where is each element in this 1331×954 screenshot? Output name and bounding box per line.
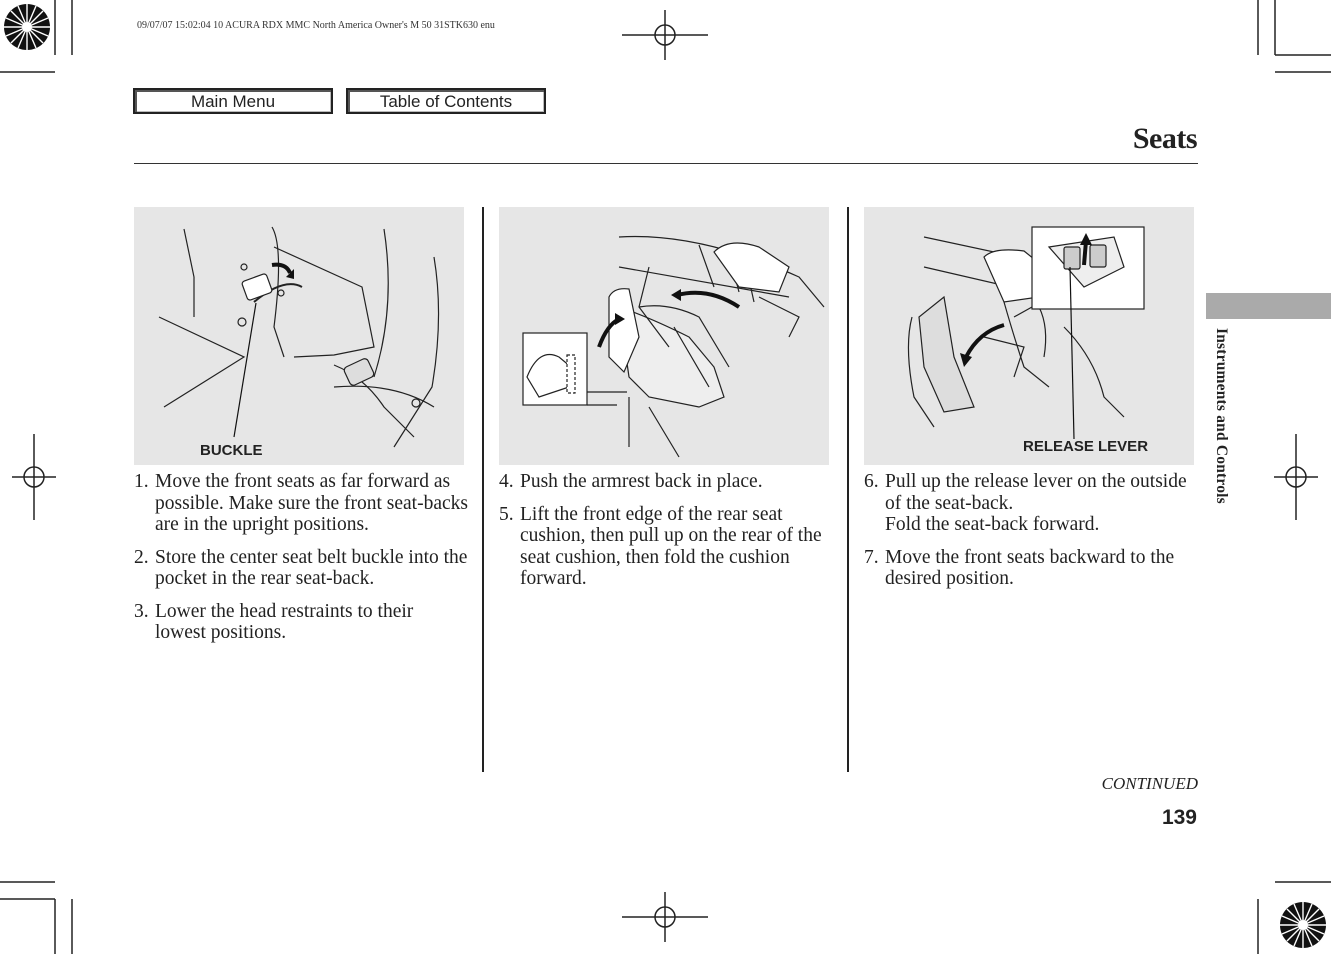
- steps-column-1: 1. Move the front seats as far forward a…: [134, 471, 469, 655]
- page-number: 139: [1161, 806, 1197, 829]
- table-of-contents-button[interactable]: Table of Contents: [346, 88, 546, 114]
- main-menu-label: Main Menu: [190, 92, 276, 111]
- rear-cushion-illustration: [522, 235, 825, 458]
- step-number: 7.: [864, 546, 879, 568]
- step-text: Push the armrest back in place.: [520, 471, 763, 492]
- step-number: 4.: [499, 471, 514, 492]
- step-number: 2.: [134, 546, 149, 568]
- figure-cushion: [499, 207, 829, 465]
- step-item: 1. Move the front seats as far forward a…: [134, 471, 469, 536]
- step-item: 2. Store the center seat belt buckle int…: [134, 547, 469, 590]
- title-rule: [134, 163, 1198, 164]
- figure-callout-release-lever: RELEASE LEVER: [1023, 438, 1149, 455]
- steps-column-2: 4. Push the armrest back in place. 5. Li…: [499, 471, 834, 601]
- step-item: 6. Pull up the release lever on the outs…: [864, 471, 1199, 536]
- step-text: Pull up the release lever on the outside…: [885, 471, 1187, 535]
- step-number: 3.: [134, 600, 149, 622]
- step-text: Lower the head restraints to their lowes…: [155, 600, 414, 644]
- step-item: 4. Push the armrest back in place.: [499, 471, 834, 493]
- step-item: 5. Lift the front edge of the rear seat …: [499, 504, 834, 590]
- section-tab-label: Instruments and Controls: [1213, 328, 1230, 504]
- figure-buckle: BUCKLE: [134, 207, 464, 465]
- step-number: 1.: [134, 471, 149, 492]
- figure-release-lever: RELEASE LEVER: [864, 207, 1194, 465]
- step-text: Lift the front edge of the rear seat cus…: [520, 503, 822, 590]
- step-text: Move the front seats backward to the des…: [885, 546, 1175, 590]
- step-item: 3. Lower the head restraints to their lo…: [134, 601, 469, 644]
- step-number: 5.: [499, 503, 514, 525]
- figure-callout-buckle: BUCKLE: [200, 442, 263, 459]
- section-tab: [1206, 293, 1331, 319]
- step-text: Move the front seats as far forward as p…: [155, 471, 468, 535]
- release-lever-illustration: [907, 226, 1145, 440]
- step-item: 7. Move the front seats backward to the …: [864, 547, 1199, 590]
- continued-note: CONTINUED: [1101, 774, 1198, 793]
- print-header: 09/07/07 15:02:04 10 ACURA RDX MMC North…: [137, 20, 495, 31]
- step-number: 6.: [864, 471, 879, 492]
- page-title: Seats: [1132, 122, 1198, 155]
- steps-column-3: 6. Pull up the release lever on the outs…: [864, 471, 1199, 601]
- table-of-contents-label: Table of Contents: [379, 92, 513, 111]
- seat-buckle-illustration: [158, 226, 440, 448]
- column-divider: [847, 207, 849, 772]
- main-menu-button[interactable]: Main Menu: [133, 88, 333, 114]
- step-text: Store the center seat belt buckle into t…: [155, 546, 468, 590]
- column-divider: [482, 207, 484, 772]
